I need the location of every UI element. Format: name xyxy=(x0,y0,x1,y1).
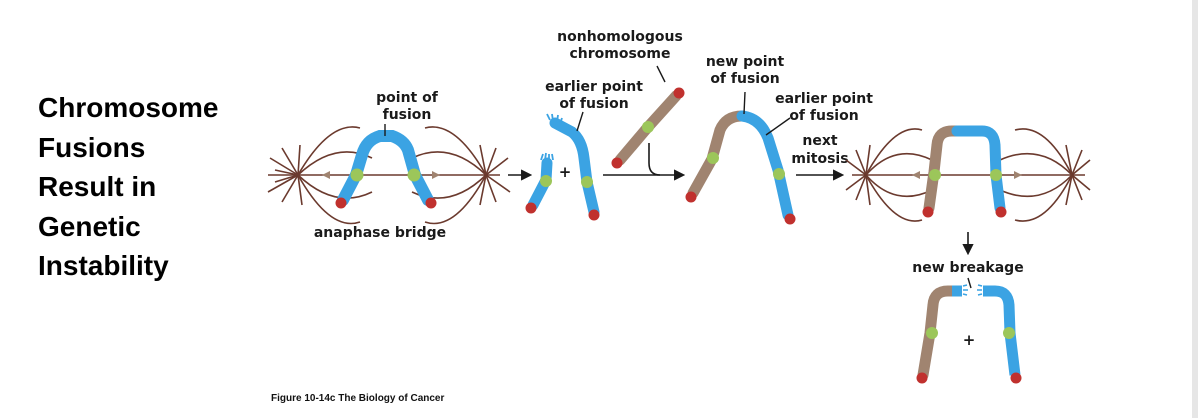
title-line: Chromosome xyxy=(38,92,219,123)
telomere xyxy=(525,202,537,214)
stage-new-fusion: new point of fusion earlier point of fus… xyxy=(685,54,873,225)
leader-line xyxy=(765,117,791,136)
frayed-end xyxy=(546,113,563,125)
centromere xyxy=(642,121,654,133)
label-nonhomologous-chromosome: chromosome xyxy=(569,46,670,62)
centromere xyxy=(926,327,938,339)
chromosome-arm xyxy=(951,125,1006,214)
telomere xyxy=(784,213,796,225)
leader-line xyxy=(967,277,972,289)
telomere xyxy=(335,197,347,209)
label-earlier-point-of-fusion: of fusion xyxy=(559,96,628,112)
leader-line xyxy=(576,111,584,132)
frayed-end xyxy=(977,284,983,296)
telomere xyxy=(425,197,437,209)
centromere xyxy=(929,169,941,181)
telomere xyxy=(995,206,1007,218)
leader-line xyxy=(656,65,666,83)
window-edge xyxy=(1192,0,1198,418)
spindle-right xyxy=(999,128,1091,222)
centromere xyxy=(1003,327,1015,339)
centromere xyxy=(990,169,1002,181)
centromere xyxy=(540,175,552,187)
telomere xyxy=(1010,372,1022,384)
frayed-end xyxy=(962,284,968,296)
stage-anaphase-bridge: point of fusion anaphase bridge xyxy=(267,90,511,241)
title-line: Genetic xyxy=(38,210,141,242)
telomere xyxy=(588,209,600,221)
label-new-point-of-fusion: new point xyxy=(706,54,785,70)
plus-sign: + xyxy=(963,331,976,349)
label-next-mitosis: mitosis xyxy=(791,151,848,167)
title-line: Result in xyxy=(38,171,157,202)
chromosome-arm xyxy=(736,110,794,221)
frayed-end xyxy=(540,152,554,161)
label-point-of-fusion: fusion xyxy=(383,107,432,123)
merge-arrow xyxy=(603,143,686,181)
label-new-breakage: new breakage xyxy=(912,260,1023,276)
spindle-left xyxy=(845,128,1085,222)
slide-title: Chromosome Fusions Result in Genetic Ins… xyxy=(38,88,268,286)
pole-arrows xyxy=(322,171,440,179)
label-next-mitosis: next xyxy=(802,133,837,149)
label-earlier-point-of-fusion: earlier point xyxy=(775,91,873,107)
telomere xyxy=(673,87,685,99)
stage-new-breakage: + xyxy=(916,284,1022,384)
telomere xyxy=(685,191,697,203)
chromosome-arm xyxy=(923,125,963,214)
nonhomologous-chromosome: nonhomologous chromosome xyxy=(557,29,685,169)
label-anaphase-bridge: anaphase bridge xyxy=(314,225,446,241)
centromere xyxy=(707,152,719,164)
telomere xyxy=(922,206,934,218)
leader-line xyxy=(743,91,746,115)
telomere xyxy=(611,157,623,169)
label-earlier-point-of-fusion: earlier point xyxy=(545,79,643,95)
centromere xyxy=(773,168,785,180)
label-point-of-fusion: point of xyxy=(376,90,439,106)
centromere xyxy=(407,168,421,182)
bridge-chromosome xyxy=(337,130,434,206)
pole-arrows xyxy=(912,171,1022,179)
figure-caption: Figure 10-14c The Biology of Cancer xyxy=(271,393,445,404)
spindle-left xyxy=(267,126,500,225)
spindle-right xyxy=(411,126,511,225)
centromere xyxy=(350,168,364,182)
broken-fragment-large xyxy=(549,117,600,218)
centromere xyxy=(581,176,593,188)
stage-second-mitosis xyxy=(845,125,1091,222)
stage-broken-fragments: + earlier point of fusion xyxy=(525,79,643,221)
title-line: Fusions xyxy=(38,131,146,163)
plus-sign: + xyxy=(559,163,572,181)
chromosome-arm xyxy=(983,285,1021,376)
label-nonhomologous-chromosome: nonhomologous xyxy=(557,29,683,45)
label-new-point-of-fusion: of fusion xyxy=(710,71,779,87)
title-line: Instability xyxy=(38,250,169,281)
label-earlier-point-of-fusion: of fusion xyxy=(789,108,858,124)
telomere xyxy=(916,372,928,384)
chromosome-arm xyxy=(917,285,958,381)
